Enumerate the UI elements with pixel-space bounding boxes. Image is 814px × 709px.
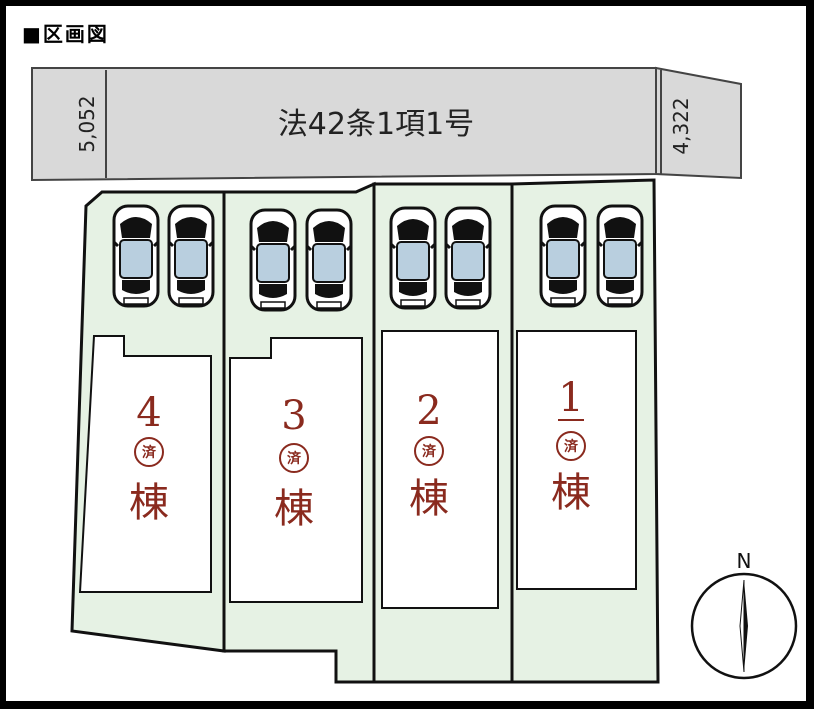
lot-status: 済 (422, 443, 437, 460)
lot-number: 4 (136, 390, 161, 436)
car-icon (249, 208, 297, 312)
lot-label-4: 4 済 棟 (129, 390, 169, 526)
car-icon (112, 204, 160, 308)
lot-label-1: 1 済 棟 (551, 375, 591, 516)
car-icon (596, 204, 644, 308)
lot-unit: 棟 (551, 470, 591, 516)
site-plan: 法42条1項1号 5,052 4,322 4 済 棟 (31, 66, 798, 684)
lot-unit: 棟 (409, 476, 449, 522)
lot-number: 1 (558, 375, 583, 421)
sold-badge-icon (414, 436, 444, 466)
lot-status: 済 (287, 450, 302, 467)
lot-unit: 棟 (274, 486, 314, 532)
lot-status: 済 (142, 444, 157, 461)
lot-unit: 棟 (129, 480, 169, 526)
compass: N (690, 549, 798, 680)
road-width-left: 5,052 (75, 95, 99, 152)
road-label: 法42条1項1号 (278, 107, 474, 142)
lot-status: 済 (564, 438, 579, 455)
building-3 (229, 337, 363, 603)
building-2 (381, 330, 499, 609)
car-icon (444, 206, 492, 310)
road-width-right: 4,322 (669, 97, 693, 154)
lot-number: 3 (281, 393, 306, 439)
building-1 (516, 330, 637, 590)
car-icon (389, 206, 437, 310)
lot-label-3: 3 済 棟 (274, 393, 314, 532)
sold-badge-icon (134, 437, 164, 467)
page-title: ■区画図 (22, 22, 109, 46)
road-extension (655, 66, 742, 180)
lot-label-2: 2 済 棟 (409, 388, 449, 522)
compass-label: N (737, 549, 752, 573)
car-icon (305, 208, 353, 312)
building-4 (78, 335, 212, 593)
lot-number: 2 (416, 388, 441, 434)
north-arrow-icon (739, 579, 748, 673)
car-icon (539, 204, 587, 308)
site-plan-frame: ■区画図 法42条1項1号 5,052 4,322 (6, 6, 806, 701)
car-icon (167, 204, 215, 308)
sold-badge-icon (556, 431, 586, 461)
sold-badge-icon (279, 443, 309, 473)
